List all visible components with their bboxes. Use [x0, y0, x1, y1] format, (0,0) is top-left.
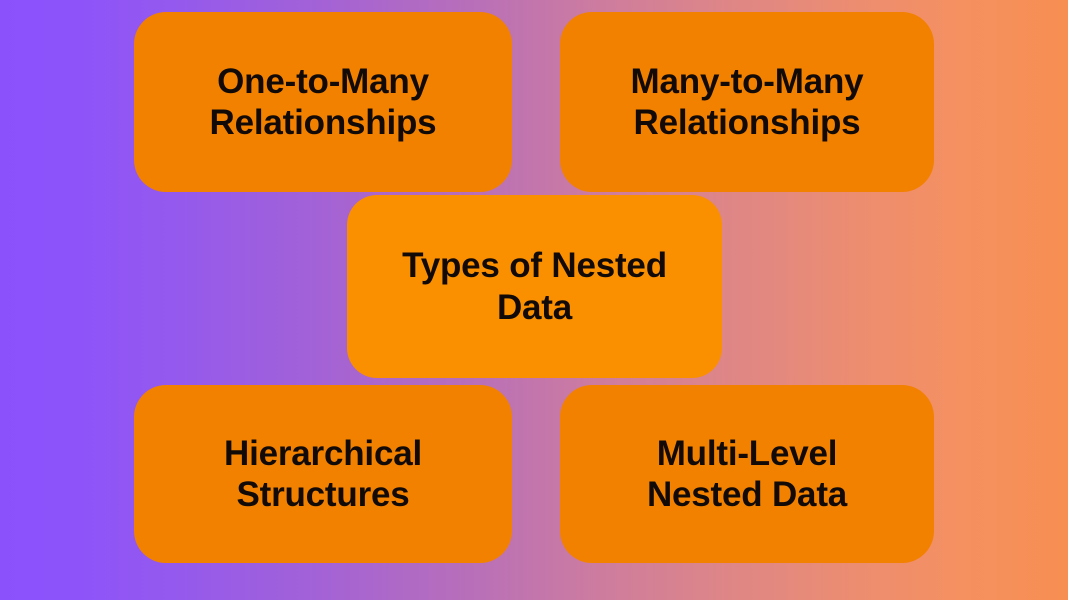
node-label-line1: Hierarchical [224, 433, 422, 473]
node-label-line1: Many-to-Many [630, 61, 864, 101]
node-label-line2: Relationships [633, 103, 861, 142]
node-label-line2: Structures [236, 475, 410, 514]
node-label-line2: Nested Data [646, 475, 848, 514]
node-label-line2: Relationships [209, 103, 437, 142]
node-label-line1: Multi-Level [656, 433, 838, 473]
center-node-label-line2: Data [496, 287, 573, 327]
node-label-line1: One-to-Many [217, 61, 429, 101]
center-node-label-line1: Types of Nested [402, 246, 667, 286]
